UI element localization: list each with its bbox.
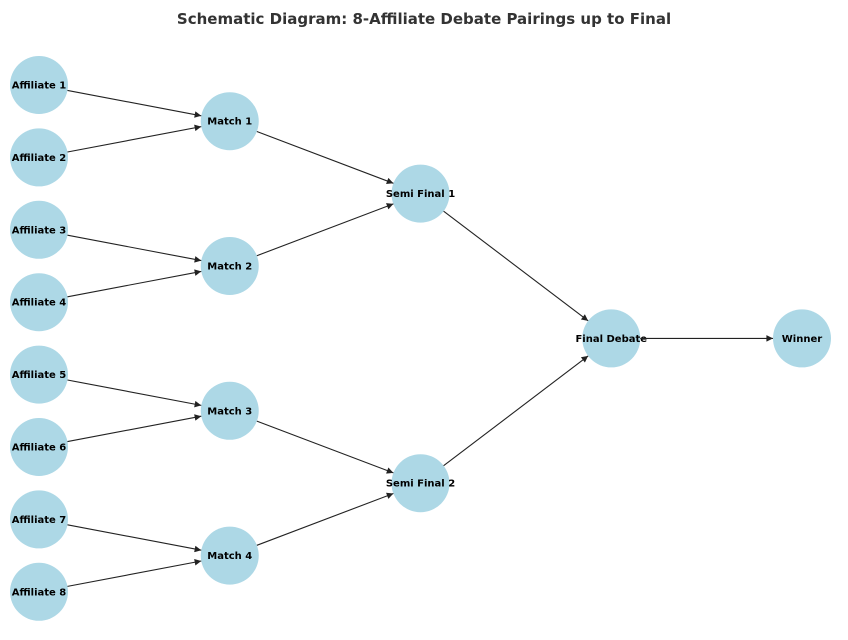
edge-a2-m1 [67,124,202,153]
node-circle [10,490,68,549]
node-a5: Affiliate 5 [10,345,68,404]
node-circle [200,381,259,440]
node-label: Final Debate [575,334,647,345]
node-circle [773,309,831,368]
node-label: Affiliate 8 [12,587,67,598]
node-m1: Match 1 [200,92,259,151]
diagram-title: Schematic Diagram: 8-Affiliate Debate Pa… [176,10,672,28]
node-w: Winner [773,309,831,368]
node-label: Affiliate 1 [12,81,67,92]
node-circle [10,56,68,114]
node-a3: Affiliate 3 [10,200,68,259]
node-m3: Match 3 [200,381,259,440]
edge-s1-f [443,210,589,322]
edge-a7-m4 [67,524,202,553]
node-circle [391,164,450,223]
node-label: Affiliate 5 [12,370,67,381]
edge-a4-m2 [67,269,202,298]
node-m4: Match 4 [200,526,259,585]
node-a6: Affiliate 6 [10,418,68,476]
node-s2: Semi Final 2 [386,454,455,513]
edge-m4-s2 [256,492,394,546]
node-f: Final Debate [575,309,647,368]
edge-a8-m4 [67,558,202,587]
edge-a6-m3 [67,414,202,443]
node-circle [10,200,68,259]
node-circle [200,92,259,151]
node-label: Affiliate 7 [12,515,67,526]
node-a4: Affiliate 4 [10,273,68,332]
node-circle [391,454,450,513]
node-a2: Affiliate 2 [10,128,68,187]
node-label: Affiliate 4 [12,298,67,309]
edge-a5-m3 [67,379,202,408]
node-label: Match 2 [207,262,252,273]
node-circle [10,562,68,621]
node-circle [10,345,68,404]
node-circle [582,309,641,368]
edge-a3-m2 [67,234,202,263]
node-circle [200,237,259,295]
edge-m1-s1 [256,130,394,185]
node-label: Match 3 [207,406,252,417]
node-label: Match 1 [207,117,252,128]
node-circle [10,418,68,476]
node-label: Semi Final 2 [386,479,455,490]
edge-m2-s1 [256,203,394,257]
node-label: Semi Final 1 [386,189,455,200]
node-circle [200,526,259,585]
edge-m3-s2 [256,420,394,474]
node-label: Affiliate 6 [12,443,67,454]
node-circle [10,273,68,332]
node-a7: Affiliate 7 [10,490,68,549]
node-a1: Affiliate 1 [10,56,68,114]
edge-s2-f [443,355,589,467]
node-label: Affiliate 3 [12,225,67,236]
node-label: Affiliate 2 [12,153,67,164]
node-circle [10,128,68,187]
edge-a1-m1 [67,89,202,118]
node-label: Winner [782,334,822,345]
node-label: Match 4 [207,551,252,562]
node-s1: Semi Final 1 [386,164,455,223]
node-m2: Match 2 [200,237,259,295]
node-a8: Affiliate 8 [10,562,68,621]
